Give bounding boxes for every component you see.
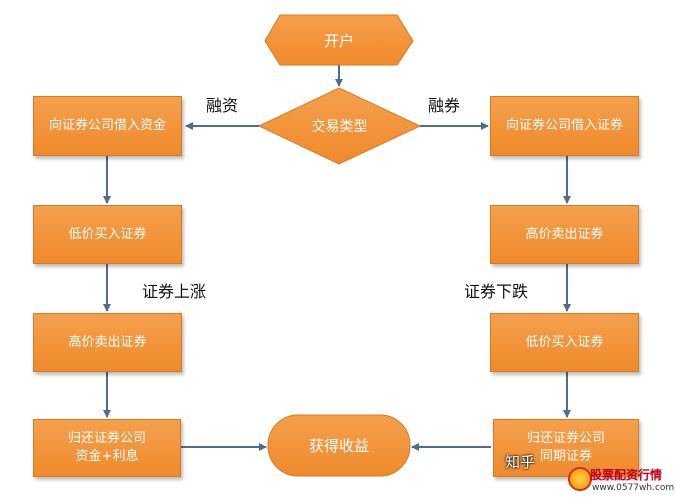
start-node-shape — [264, 14, 414, 66]
site-logo-icon — [568, 467, 592, 491]
end-node: 获得收益 — [308, 437, 369, 455]
right-step-buy-low: 低价买入证券 — [490, 313, 639, 372]
right-step-repay: 归还证券公司 同期证券 — [493, 419, 639, 477]
left-step-sell-high: 高价卖出证券 — [33, 313, 182, 372]
start-node: 开户 — [323, 31, 354, 50]
right-condition-label: 证券下跌 — [464, 282, 529, 301]
branch-left-label: 融资 — [206, 96, 239, 115]
right-step-repay-line2: 同期证券 — [539, 449, 592, 464]
left-step-repay-line2: 资金+利息 — [75, 449, 139, 464]
decision-node-shape — [257, 87, 422, 165]
decision-node: 交易类型 — [311, 119, 368, 135]
right-step-borrow-securities: 向证券公司借入证券 — [490, 96, 639, 156]
end-node-shape — [267, 414, 411, 477]
right-step-sell-high: 高价卖出证券 — [490, 205, 639, 264]
zhihu-watermark: 知乎 — [505, 453, 536, 471]
left-step-buy-low: 低价买入证券 — [33, 205, 182, 264]
left-step-repay: 归还证券公司 资金+利息 — [33, 419, 181, 477]
right-step-repay-line1: 归还证券公司 — [526, 431, 605, 446]
left-step-borrow-funds: 向证券公司借入资金 — [33, 96, 182, 156]
site-url-watermark: www.0577wh.com — [592, 483, 675, 493]
branch-right-label: 融券 — [428, 96, 461, 115]
site-name-watermark: 股票配资行情 — [590, 468, 663, 482]
left-condition-label: 证券上涨 — [142, 282, 207, 301]
left-step-repay-line1: 归还证券公司 — [67, 431, 146, 446]
